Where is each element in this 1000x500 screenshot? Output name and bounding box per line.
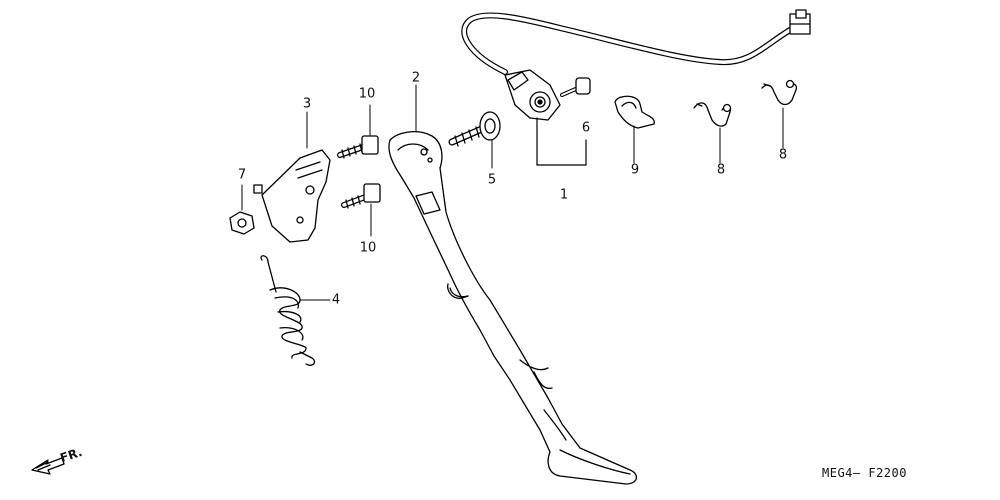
callout-4: 4	[331, 292, 341, 308]
callout-8: 8	[716, 162, 726, 178]
callout-7: 7	[237, 167, 247, 183]
callout-6: 6	[581, 120, 591, 136]
callout-5: 5	[487, 172, 497, 188]
spring-4	[260, 255, 331, 366]
diagram-code: MEG4— F2200	[822, 466, 907, 480]
callout-3: 3	[302, 96, 312, 112]
clip-9	[614, 95, 655, 164]
callout-10-upper: 10	[358, 86, 376, 102]
nut-7	[229, 184, 255, 235]
bolt-10-upper	[337, 104, 379, 159]
bolt-6	[560, 77, 591, 97]
callout-8-right: 8	[778, 147, 788, 163]
callout-bracket-1	[536, 117, 587, 166]
bolt-10-lower	[341, 183, 381, 237]
side-stand-switch	[504, 69, 561, 121]
switch-cable	[461, 9, 811, 75]
callout-1: 1	[559, 187, 569, 203]
callout-2: 2	[411, 70, 421, 86]
band-8b	[761, 79, 798, 149]
callout-10-lower: 10	[359, 240, 377, 256]
side-stand-2	[388, 84, 637, 485]
callout-9: 9	[630, 162, 640, 178]
front-direction-arrow-icon	[31, 457, 65, 475]
band-8	[693, 102, 732, 164]
bolt-5	[448, 111, 501, 169]
bracket-3	[253, 111, 331, 243]
